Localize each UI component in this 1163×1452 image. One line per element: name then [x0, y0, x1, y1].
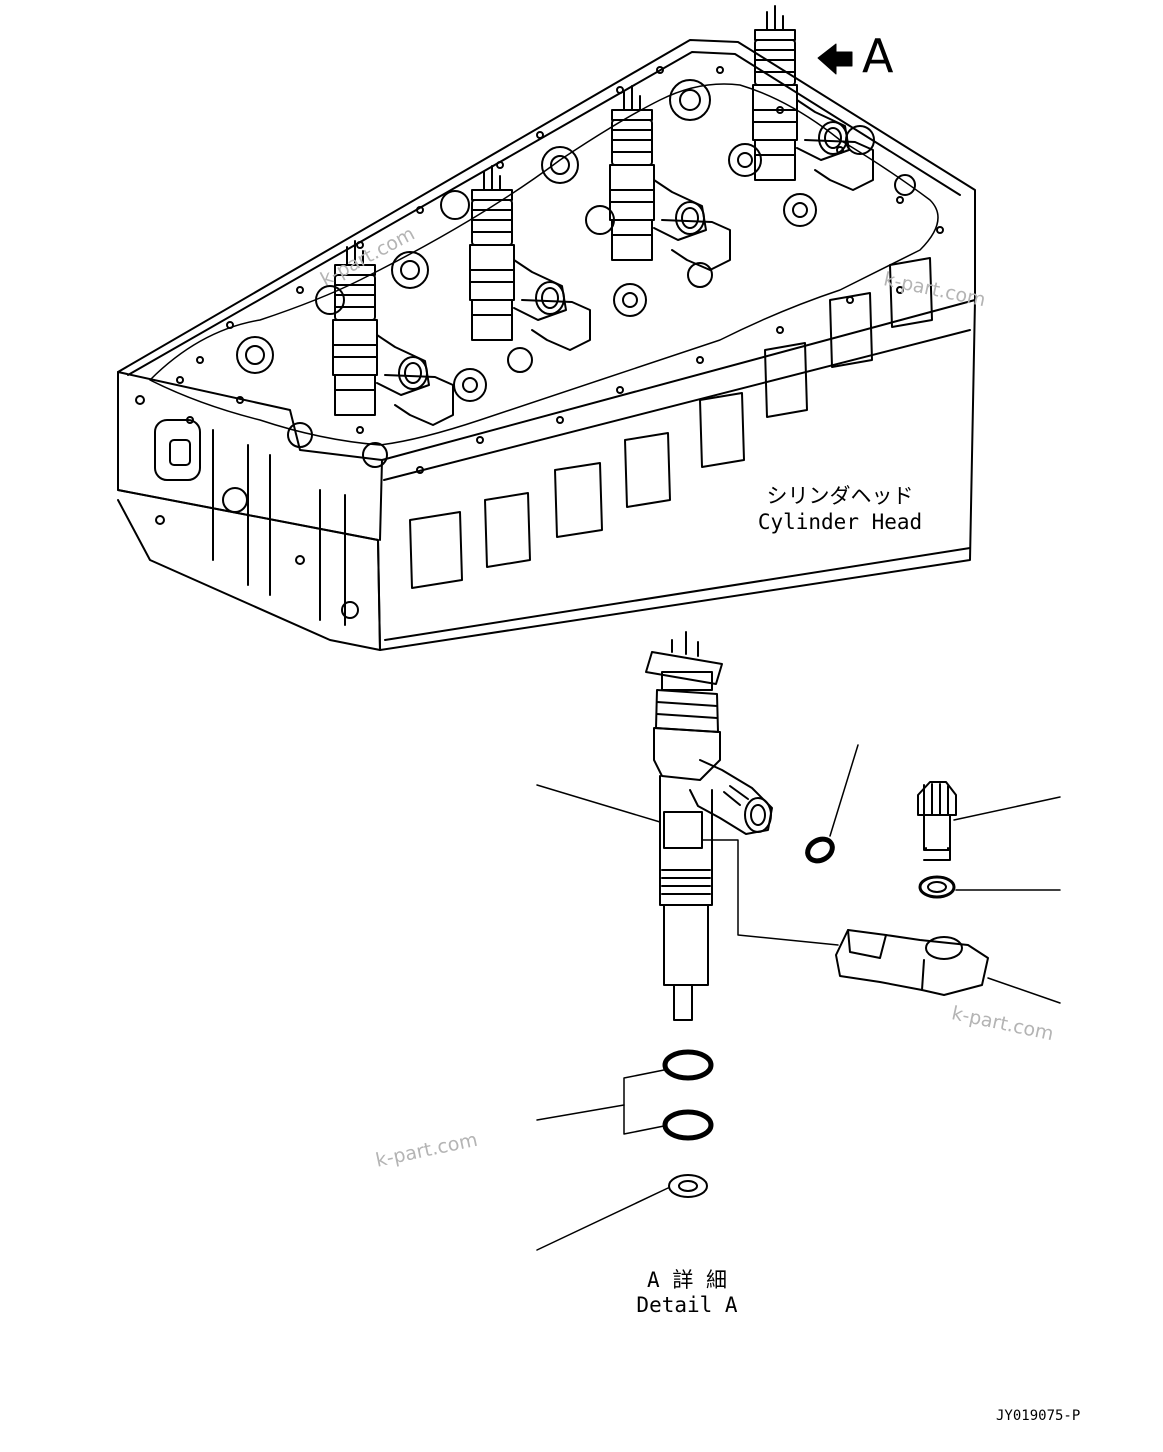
injector-clamp	[835, 929, 989, 996]
view-arrow-icon	[817, 43, 853, 75]
side-port-windows	[409, 257, 933, 589]
bolt-washer	[918, 875, 956, 899]
injector-cyl-4	[752, 5, 874, 191]
cylinder-head-label-jp: シリンダヘッド	[766, 484, 914, 508]
clamp-bolt	[917, 781, 957, 861]
detail-label-en: Detail A	[636, 1293, 738, 1317]
injectors-installed	[332, 5, 874, 426]
cylinder-head	[117, 39, 976, 651]
nozzle-o-ring-lower	[662, 1109, 714, 1141]
document-number: JY019075-P	[996, 1408, 1081, 1424]
deck-holes	[236, 79, 916, 468]
detail-label-jp: A 詳 細	[647, 1268, 727, 1292]
view-marker-a: A	[862, 29, 894, 83]
leader-lines	[536, 744, 1061, 1251]
injector-cyl-3	[609, 85, 731, 271]
cylinder-head-label-en: Cylinder Head	[757, 510, 923, 534]
nozzle-o-ring-upper	[662, 1049, 714, 1081]
nozzle-gasket	[668, 1174, 708, 1198]
inlet-o-ring	[805, 836, 835, 864]
small-bolt-holes	[176, 66, 944, 474]
injector-detail	[645, 631, 773, 1021]
injector-cyl-2	[469, 165, 591, 351]
